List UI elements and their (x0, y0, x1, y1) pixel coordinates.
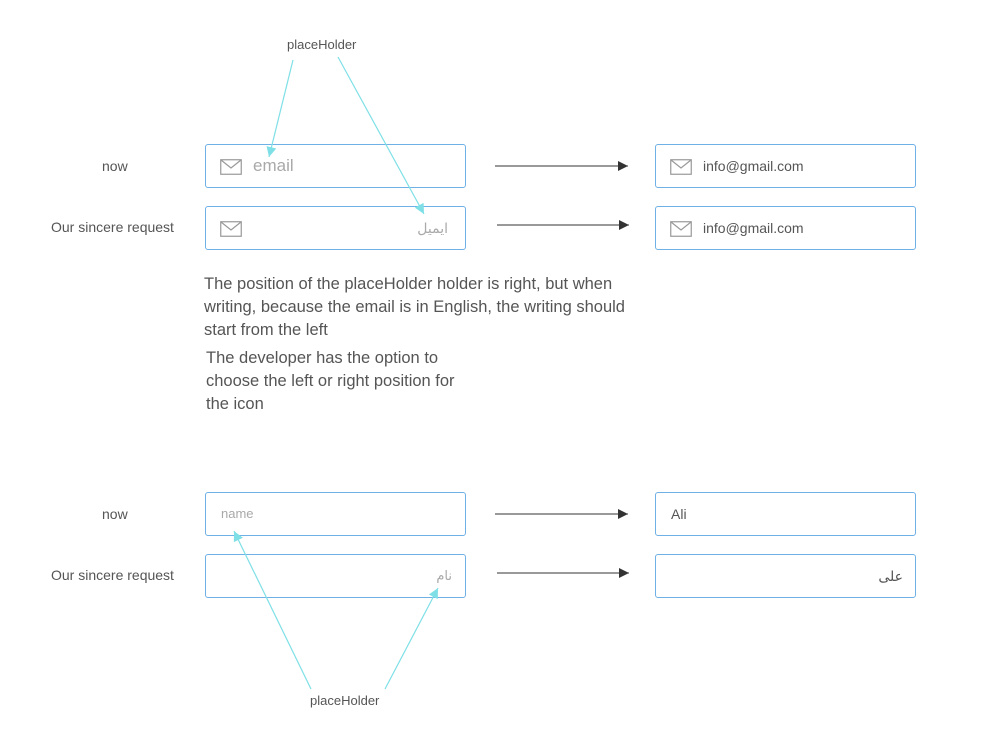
envelope-icon (670, 221, 692, 237)
name-input-request[interactable]: نام (205, 554, 466, 598)
name-value-now: Ali (671, 506, 687, 522)
pointer-bottom-name-request (384, 587, 439, 690)
row-label-email-request: Our sincere request (51, 219, 174, 235)
name-result-request[interactable]: علی (655, 554, 916, 598)
row-label-name-request: Our sincere request (51, 567, 174, 583)
name-placeholder-now: name (221, 506, 254, 521)
pointer-top-email-now (266, 59, 294, 158)
email-input-now[interactable]: email (205, 144, 466, 188)
note-placeholder-direction: The position of the placeHolder holder i… (204, 275, 625, 339)
email-value-now: info@gmail.com (703, 158, 804, 174)
placeholder-annotation-bottom: placeHolder (310, 693, 380, 708)
email-result-request[interactable]: info@gmail.com (655, 206, 916, 250)
name-placeholder-request: نام (436, 568, 452, 583)
pointer-top-email-request (337, 56, 425, 215)
name-result-now[interactable]: Ali (655, 492, 916, 536)
row-label-email-now: now (102, 158, 128, 174)
note-icon-position: The developer has the option to choose t… (206, 349, 455, 413)
placeholder-annotation-top: placeHolder (287, 37, 357, 52)
email-placeholder-request: ایمیل (417, 220, 448, 236)
name-value-request: علی (878, 568, 903, 584)
email-placeholder-now: email (253, 156, 294, 175)
envelope-icon (220, 159, 242, 175)
email-input-request[interactable]: ایمیل (205, 206, 466, 250)
envelope-icon (670, 159, 692, 175)
name-input-now[interactable]: name (205, 492, 466, 536)
row-label-name-now: now (102, 506, 128, 522)
email-result-now[interactable]: info@gmail.com (655, 144, 916, 188)
envelope-icon (220, 221, 242, 237)
email-value-request: info@gmail.com (703, 220, 804, 236)
